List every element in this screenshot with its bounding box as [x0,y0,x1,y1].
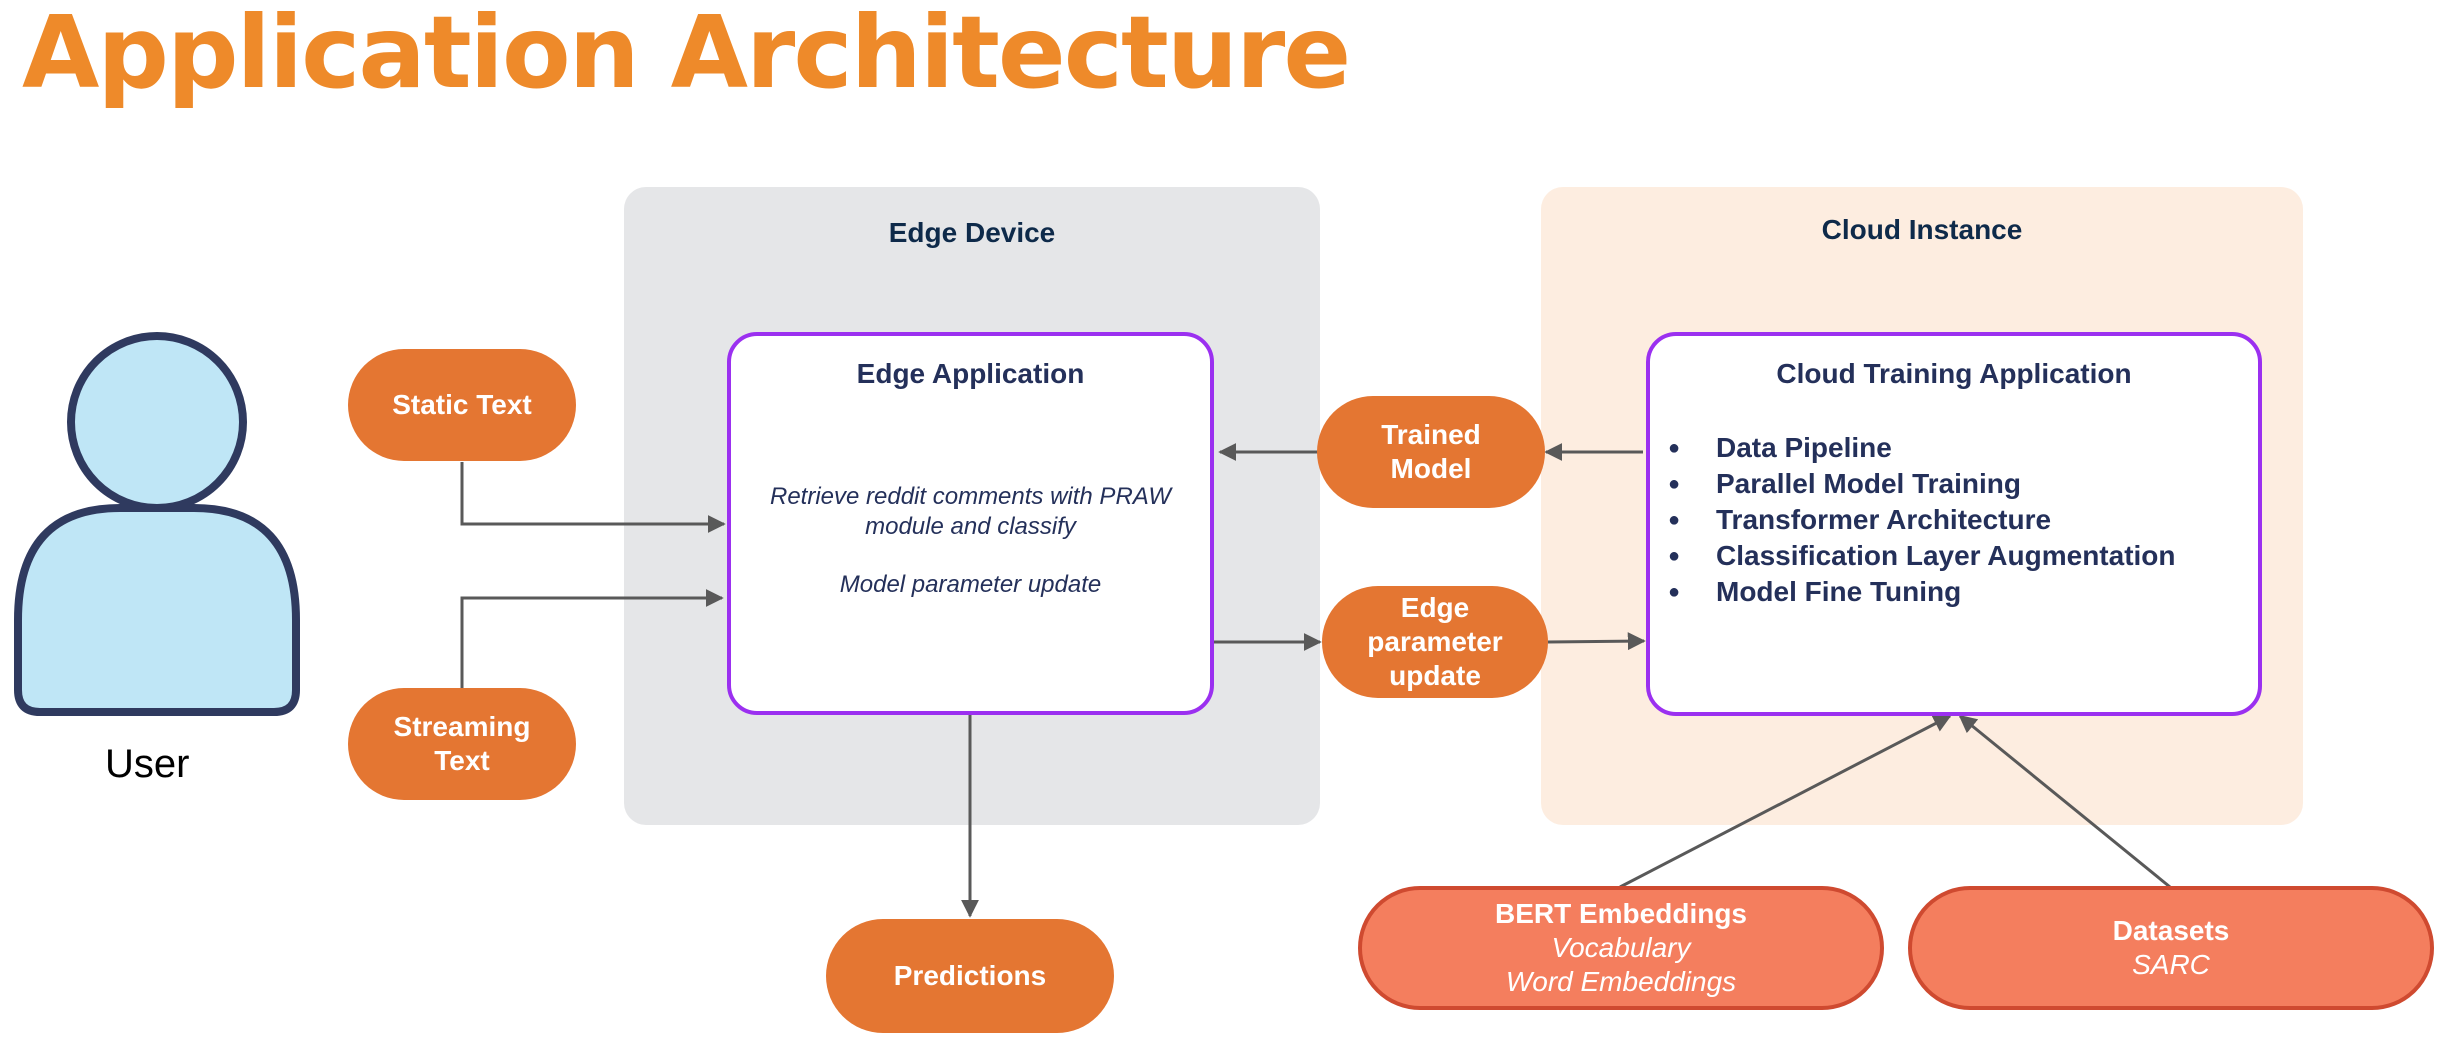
edge-application-desc-line1: Retrieve reddit comments with PRAW [769,483,1171,510]
trained-model-node: Trained Model [1317,396,1545,508]
cloud-instance-label: Cloud Instance [1821,214,2023,245]
cloud-training-application-box: Cloud Training Application Data Pipeline… [1646,332,2262,716]
cloud-application-feature-list: Data Pipeline Parallel Model Training Tr… [1650,430,2258,610]
feature-item: Model Fine Tuning [1668,574,2258,610]
edge-application-title: Edge Application [856,358,1085,389]
arrow-datasets-to-cloud [1958,714,2171,889]
arrow-static-to-edge [460,462,726,533]
bert-embeddings-node: BERT Embeddings Vocabulary Word Embeddin… [1358,886,1884,1010]
edge-device-label: Edge Device [888,217,1056,248]
edge-parameter-update-node: Edge parameter update [1322,586,1548,698]
feature-item: Parallel Model Training [1668,466,2258,502]
edge-application-desc-line2: module and classify [865,513,1076,540]
arrow-streaming-to-edge [460,589,724,688]
user-icon [14,332,300,716]
predictions-node: Predictions [826,919,1114,1033]
cloud-application-title: Cloud Training Application [1776,358,2132,389]
datasets-node: Datasets SARC [1908,886,2434,1010]
streaming-text-node: Streaming Text [348,688,576,800]
edge-application-box: Edge Application Retrieve reddit comment… [727,332,1214,715]
arrow-param-to-cloud [1547,632,1646,651]
user-label: User [105,742,190,786]
feature-item: Transformer Architecture [1668,502,2258,538]
edge-application-desc-line3: Model parameter update [839,571,1102,598]
static-text-node: Static Text [348,349,576,461]
page-title: Application Architecture [22,0,1351,111]
feature-item: Data Pipeline [1668,430,2258,466]
feature-item: Classification Layer Augmentation [1668,538,2258,574]
arrow-bert-to-cloud [1619,714,1952,889]
